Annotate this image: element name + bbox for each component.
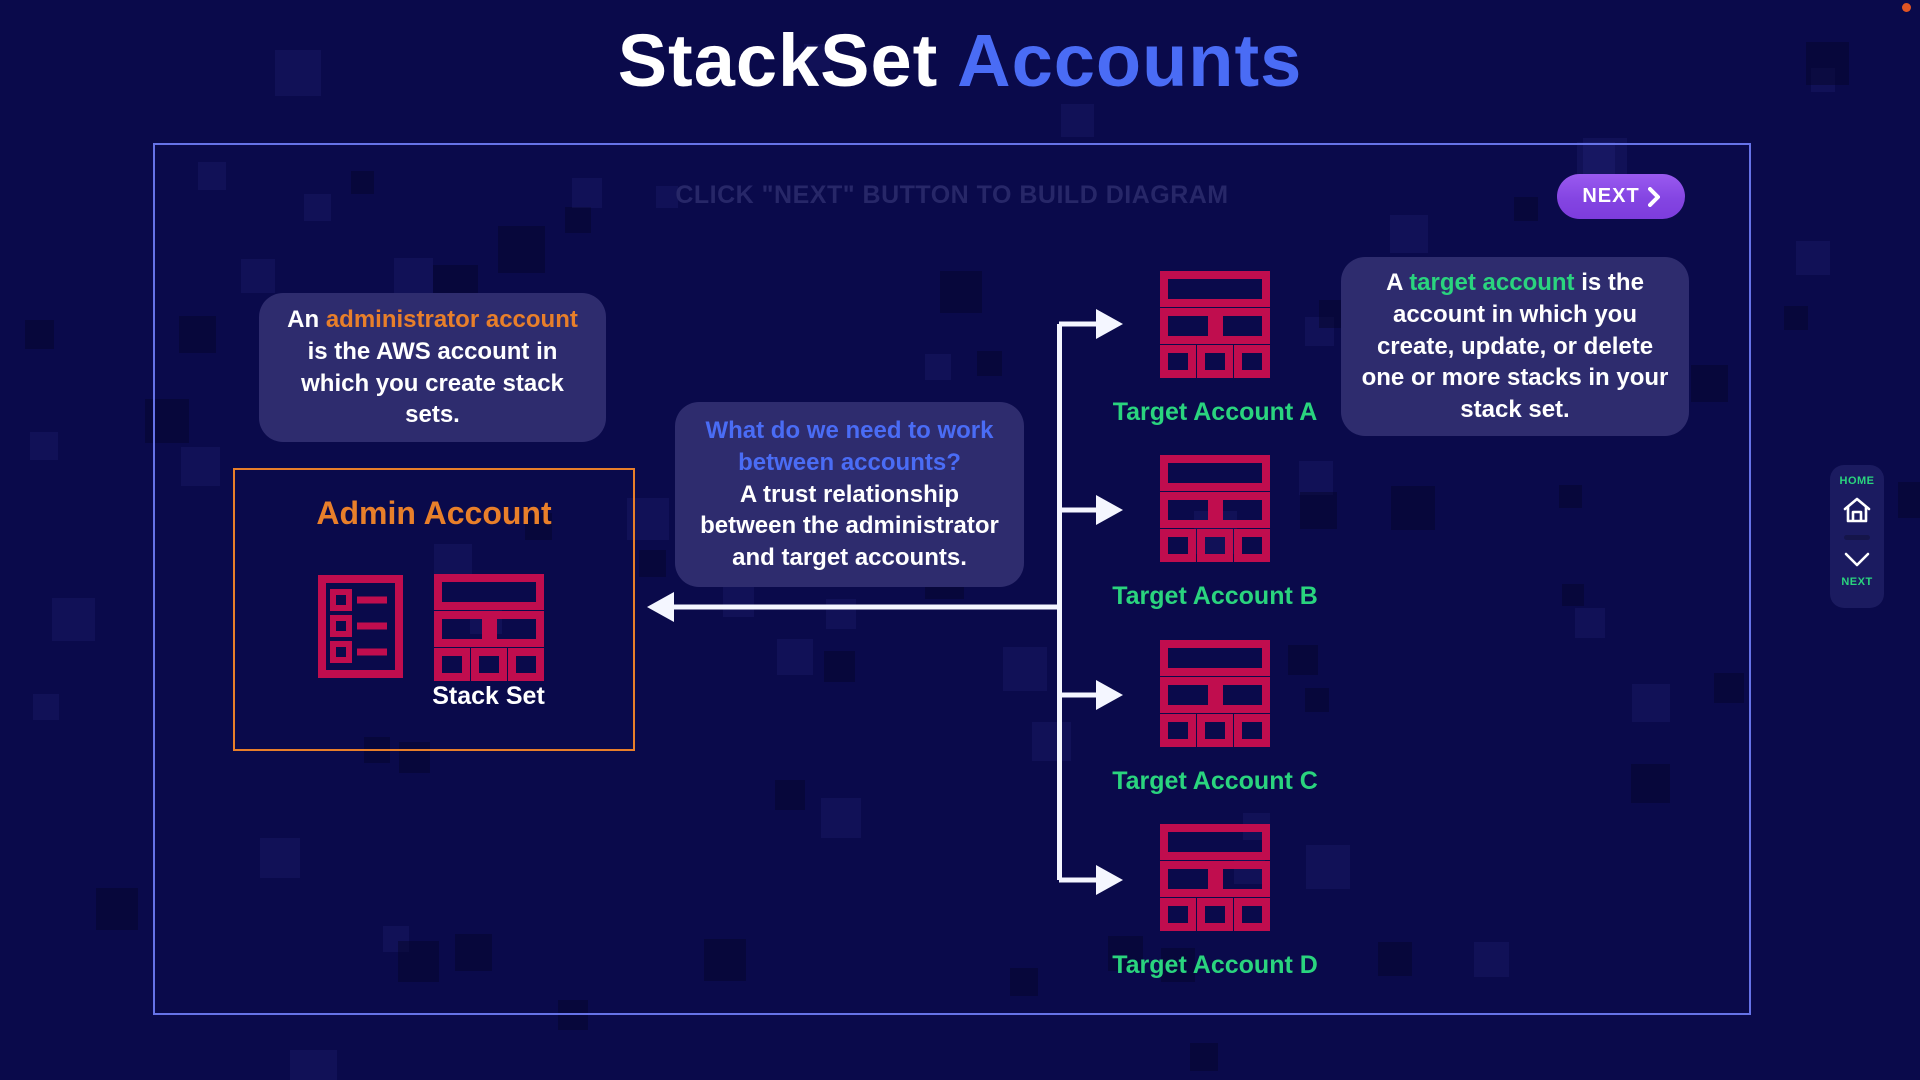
target-account-label: Target Account D	[1112, 951, 1318, 979]
cloudformation-stack-icon	[434, 574, 544, 681]
target-account-c: Target Account C	[1112, 640, 1318, 796]
chevron-right-icon	[1647, 186, 1660, 207]
chevron-down-icon[interactable]	[1840, 550, 1874, 570]
admin-account-box: Admin Account Stack Set	[233, 468, 635, 751]
target-account-d: Target Account D	[1112, 824, 1318, 980]
next-button[interactable]: NEXT	[1557, 174, 1685, 219]
stack-set-label: Stack Set	[432, 682, 545, 710]
cloudformation-stack-icon	[1160, 271, 1270, 378]
admin-account-title: Admin Account	[316, 495, 552, 531]
answer-text: A trust relationship between the adminis…	[700, 480, 999, 572]
question-box: What do we need to work between accounts…	[675, 402, 1024, 587]
admin-info-box: An administrator account is the AWS acco…	[259, 293, 606, 442]
target-account-label: Target Account B	[1112, 582, 1318, 610]
nav-divider	[1844, 535, 1870, 540]
admin-highlight: administrator account	[325, 305, 578, 333]
cloudformation-stack-icon	[1160, 640, 1270, 747]
diagram-panel: CLICK "NEXT" BUTTON TO BUILD DIAGRAM NEX…	[153, 143, 1751, 1015]
admin-info-text: An administrator account is the AWS acco…	[287, 305, 578, 429]
next-label: NEXT	[1841, 576, 1873, 588]
home-icon[interactable]	[1840, 493, 1874, 527]
target-account-label: Target Account C	[1112, 767, 1318, 795]
target-account-a: Target Account A	[1112, 271, 1318, 427]
cloudformation-stack-icon	[1160, 455, 1270, 562]
page-title: StackSet Accounts	[0, 18, 1920, 103]
next-button-label: NEXT	[1582, 185, 1640, 207]
target-info-text: A target account is the account in which…	[1361, 268, 1669, 424]
page-title-white: StackSet	[617, 19, 939, 102]
page-title-blue: Accounts	[938, 19, 1303, 102]
cloudformation-stack-icon	[1160, 824, 1270, 931]
target-info-box: A target account is the account in which…	[1341, 257, 1689, 436]
side-nav: HOME NEXT	[1830, 465, 1884, 608]
build-hint-text: CLICK "NEXT" BUTTON TO BUILD DIAGRAM	[675, 181, 1229, 209]
home-label: HOME	[1839, 475, 1875, 487]
question-text: What do we need to work between accounts…	[705, 416, 994, 476]
target-highlight: target account	[1409, 268, 1575, 296]
target-account-b: Target Account B	[1112, 455, 1318, 611]
template-list-icon	[318, 575, 403, 678]
target-account-label: Target Account A	[1112, 398, 1318, 426]
notification-dot	[1902, 3, 1911, 12]
